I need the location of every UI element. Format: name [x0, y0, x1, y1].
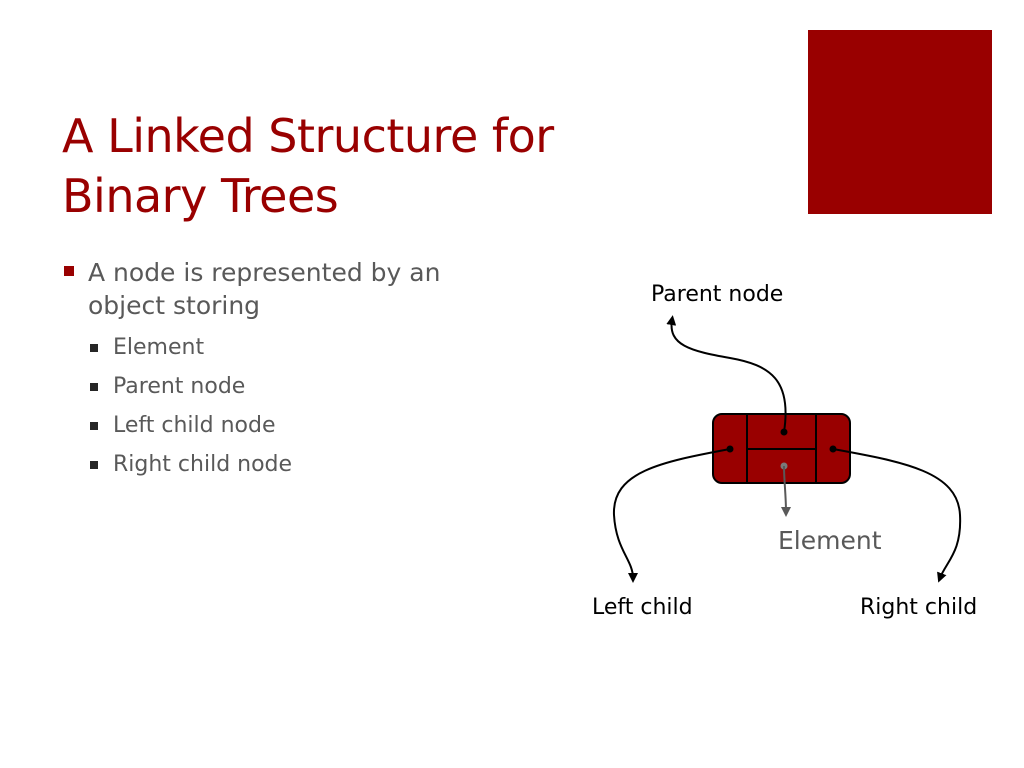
title-line-1: A Linked Structure for — [62, 109, 554, 163]
square-bullet-icon — [90, 344, 98, 352]
sub-bullet-item: Element — [88, 328, 522, 367]
element-arrow — [780, 465, 791, 517]
bullet-text: A node is represented by an object stori… — [88, 258, 441, 320]
accent-square — [808, 30, 992, 214]
sub-bullet-item: Right child node — [88, 445, 522, 484]
sub-bullet-text: Right child node — [113, 452, 293, 477]
slide-title: A Linked Structure for Binary Trees — [62, 106, 762, 226]
parent-arrow — [666, 315, 787, 433]
node-box — [712, 413, 851, 484]
square-bullet-icon — [90, 383, 98, 391]
sub-bullet-text: Left child node — [113, 413, 276, 438]
title-line-2: Binary Trees — [62, 169, 339, 223]
left-child-label: Left child — [592, 595, 693, 620]
bullet-list: A node is represented by an object stori… — [62, 256, 522, 484]
sub-bullet-text: Element — [113, 335, 205, 360]
sub-bullet-list: Element Parent node Left child node Righ… — [88, 328, 522, 484]
sub-bullet-text: Parent node — [113, 374, 246, 399]
right-child-label: Right child — [860, 595, 977, 620]
square-bullet-icon — [90, 422, 98, 430]
element-label: Element — [778, 526, 882, 555]
sub-bullet-item: Left child node — [88, 406, 522, 445]
right-child-arrow — [832, 448, 962, 583]
parent-node-label: Parent node — [651, 282, 783, 307]
square-bullet-icon — [90, 461, 98, 469]
left-child-arrow — [612, 448, 731, 583]
sub-bullet-item: Parent node — [88, 367, 522, 406]
square-bullet-icon — [64, 266, 74, 276]
bullet-item: A node is represented by an object stori… — [62, 256, 522, 484]
